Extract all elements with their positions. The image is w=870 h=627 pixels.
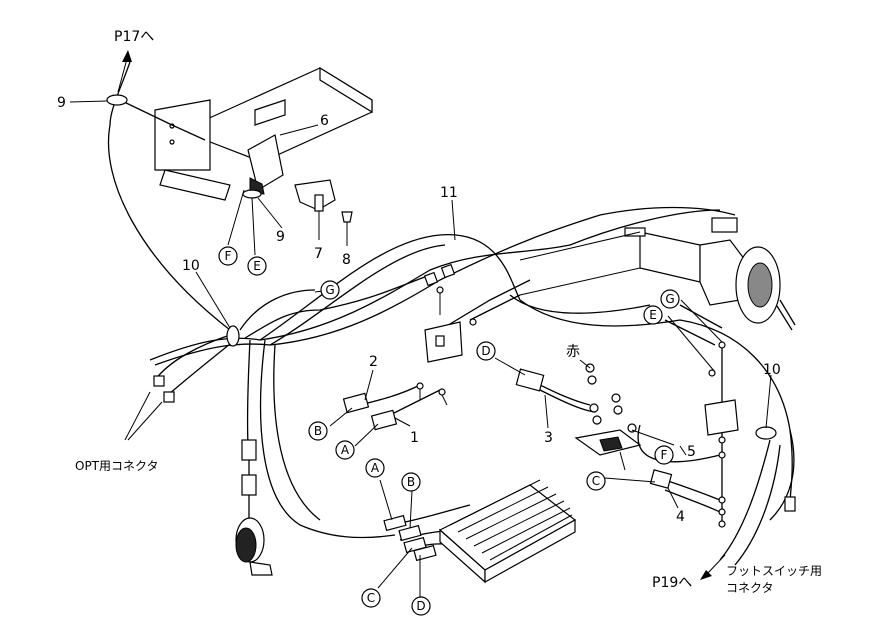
callout-D-bottom: D — [411, 596, 431, 616]
svg-text:E: E — [649, 308, 657, 322]
motor-controller — [383, 479, 577, 584]
inline-connector-pair — [423, 263, 456, 287]
svg-text:G: G — [325, 283, 334, 297]
callout-F-right: F — [654, 445, 674, 465]
svg-text:D: D — [481, 344, 490, 358]
coil-connector — [235, 439, 273, 576]
label-opt-connector: OPT用コネクタ — [75, 459, 159, 473]
svg-text:F: F — [225, 249, 232, 263]
mounting-bracket — [154, 66, 373, 201]
callout-E-right: E — [643, 305, 663, 325]
opt-connectors — [153, 375, 175, 403]
callout-G-right: G — [660, 289, 680, 309]
ref-to-p17: P17へ — [114, 29, 154, 45]
part-number-6: 6 — [320, 113, 329, 129]
part-number-4: 4 — [676, 509, 685, 525]
harness-1 — [370, 388, 448, 431]
svg-text:E: E — [253, 259, 261, 273]
callout-E-top: E — [247, 256, 267, 276]
svg-text:D: D — [416, 599, 425, 613]
callout-C-bottom: C — [361, 588, 381, 608]
clamp-part-9-top — [69, 94, 128, 106]
fuse-block — [574, 393, 642, 471]
part-number-10-right: 10 — [763, 362, 781, 378]
clamp-part-10-left — [195, 271, 240, 347]
terminal-block-center — [424, 286, 477, 363]
part-number-5: 5 — [687, 444, 696, 460]
svg-text:F: F — [661, 448, 668, 462]
svg-text:A: A — [371, 461, 380, 475]
arrows-opt — [124, 391, 163, 441]
part-number-3: 3 — [544, 430, 553, 446]
callout-B-left: B — [308, 421, 328, 441]
part-number-11: 11 — [440, 185, 458, 201]
svg-text:G: G — [665, 292, 674, 306]
callout-A-left: A — [335, 440, 355, 460]
clamp-part-10-right — [755, 374, 777, 440]
callout-B-bottom: B — [401, 472, 421, 492]
svg-text:C: C — [592, 474, 600, 488]
part-number-9-top: 9 — [57, 95, 66, 111]
callout-G-left: G — [320, 280, 340, 300]
foot-switch-connector — [784, 496, 796, 512]
part-number-1: 1 — [410, 430, 419, 446]
callout-A-bottom: A — [365, 458, 385, 478]
label-foot-switch-line2: コネクタ — [726, 581, 774, 595]
ref-to-p19: P19へ — [652, 575, 692, 591]
svg-text:A: A — [341, 443, 350, 457]
terminal-block-right — [704, 341, 739, 459]
wire-harness — [107, 61, 795, 566]
screw-part-8 — [341, 211, 353, 246]
grommet-part-9 — [242, 189, 283, 229]
label-foot-switch-line1: フットスイッチ用 — [726, 564, 822, 578]
svg-text:B: B — [314, 424, 322, 438]
part-number-2: 2 — [369, 354, 378, 370]
callout-C-right: C — [586, 471, 606, 491]
label-red: 赤 — [566, 344, 580, 360]
callout-F-top: F — [218, 246, 238, 266]
svg-text:B: B — [407, 475, 415, 489]
part-number-10-left: 10 — [182, 258, 200, 274]
arrow-to-p17 — [117, 50, 132, 93]
harness-2 — [342, 382, 424, 414]
part-number-7: 7 — [314, 246, 323, 262]
arrow-to-p19 — [700, 554, 726, 580]
harness-3 — [515, 363, 602, 425]
part-number-8: 8 — [342, 252, 351, 268]
motor-assembly — [519, 217, 796, 331]
svg-text:C: C — [367, 591, 375, 605]
callout-D-center: D — [476, 341, 496, 361]
part-number-9-mid: 9 — [276, 229, 285, 245]
bracket-part-7 — [294, 179, 336, 240]
harness-4 — [649, 469, 726, 528]
